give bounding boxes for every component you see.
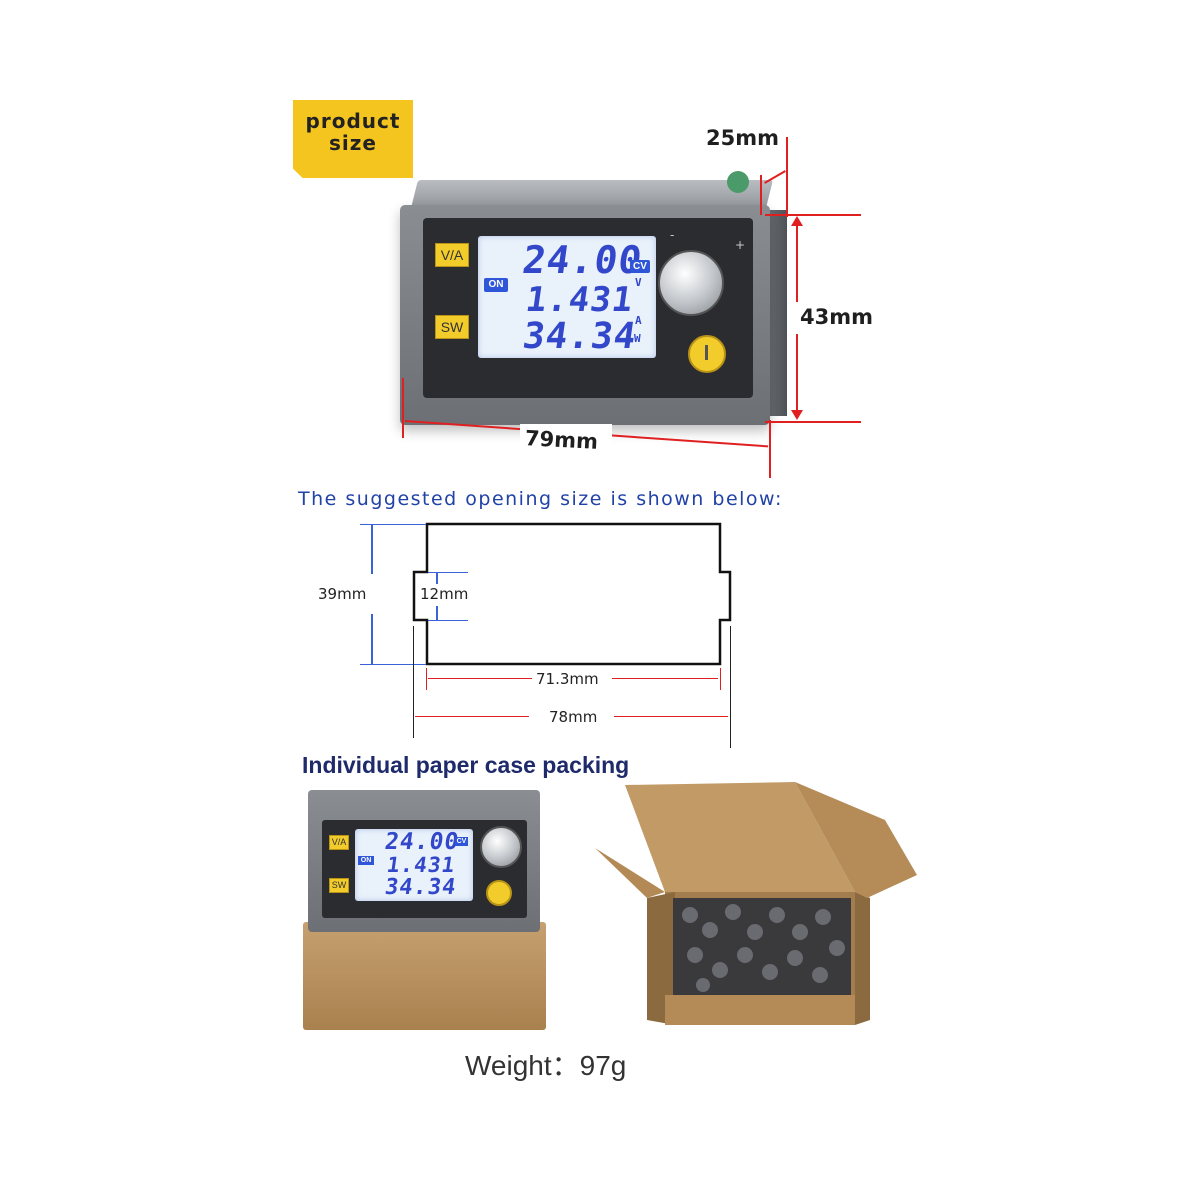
opening-inner-width-label: 71.3mm: [536, 670, 599, 688]
on-indicator: ON: [484, 278, 508, 292]
height-dim-lower: [371, 614, 373, 664]
adjust-knob[interactable]: [658, 250, 724, 316]
width-guide-right: [769, 420, 771, 478]
notch-dim-bottom: [428, 620, 468, 621]
opening-outer-width-label: 78mm: [549, 708, 598, 726]
width-guide-left: [402, 378, 404, 438]
depth-guide-right: [786, 137, 788, 217]
opening-outline: [412, 522, 732, 666]
opening-subtitle: The suggested opening size is shown belo…: [298, 488, 783, 510]
small-lcd-display: ON 24.00 CV 1.431 34.34: [355, 829, 473, 901]
small-sw-button: SW: [329, 878, 349, 893]
knob-plus-mark: +: [735, 238, 746, 252]
unit-a: A: [635, 314, 642, 327]
outer-width-left-tick: [413, 626, 414, 738]
height-guide-top: [765, 214, 861, 216]
height-label-bg: [795, 302, 875, 334]
knob-minus-mark: -: [670, 228, 675, 242]
small-adjust-knob: [480, 826, 522, 868]
weight-label: Weight：97g: [465, 1050, 627, 1081]
width-label-bg: [520, 424, 612, 456]
outer-width-right-tick: [730, 626, 731, 748]
small-cv-indicator: CV: [455, 837, 468, 846]
badge-line-2: size: [329, 131, 377, 155]
small-va-button: V/A: [329, 835, 349, 850]
cv-indicator: CV: [630, 260, 650, 273]
outer-width-line-left: [415, 716, 529, 717]
outer-width-line-right: [614, 716, 728, 717]
power-button[interactable]: [688, 335, 726, 373]
small-on-indicator: ON: [358, 856, 374, 865]
unit-w: W: [634, 332, 641, 345]
inner-width-right-tick: [720, 668, 721, 690]
device-connector: [727, 171, 749, 193]
opening-height-label: 39mm: [318, 585, 367, 603]
notch-label-bg: [420, 584, 472, 606]
product-size-badge: product size: [293, 100, 413, 178]
sw-button[interactable]: SW: [435, 315, 469, 339]
inner-width-left-tick: [426, 668, 427, 690]
depth-guide-left: [760, 175, 762, 215]
device-side-face: [765, 210, 787, 416]
opening-notch-label: 12mm: [420, 585, 469, 603]
small-power-button: [486, 880, 512, 906]
height-guide-bottom: [765, 421, 861, 423]
carton-closed: [303, 922, 546, 1030]
height-dim-top-tick: [360, 524, 426, 525]
height-dim-bottom-tick: [360, 664, 426, 665]
lcd-display: ON 24.00 CV V 1.431 A 34.34 W: [478, 236, 656, 358]
packing-title: Individual paper case packing: [302, 752, 630, 778]
va-button[interactable]: V/A: [435, 243, 469, 267]
inner-width-line-left: [428, 678, 532, 679]
inner-width-line-right: [612, 678, 718, 679]
height-label: 43mm: [800, 305, 873, 329]
height-arrow-head-top: [791, 216, 803, 226]
height-arrow-head-bottom: [791, 410, 803, 420]
power-icon: [705, 345, 708, 360]
badge-line-1: product: [305, 109, 401, 133]
badge-text: product size: [293, 110, 413, 154]
open-carton-photo: [595, 782, 917, 1025]
small-power-readout: 34.34: [383, 875, 458, 900]
small-voltage-readout: 24.00: [383, 829, 462, 855]
height-dim-upper: [371, 524, 373, 574]
depth-label: 25mm: [706, 126, 779, 150]
small-current-readout: 1.431: [385, 853, 457, 877]
notch-dim-top: [428, 572, 468, 573]
unit-v: V: [635, 276, 642, 289]
